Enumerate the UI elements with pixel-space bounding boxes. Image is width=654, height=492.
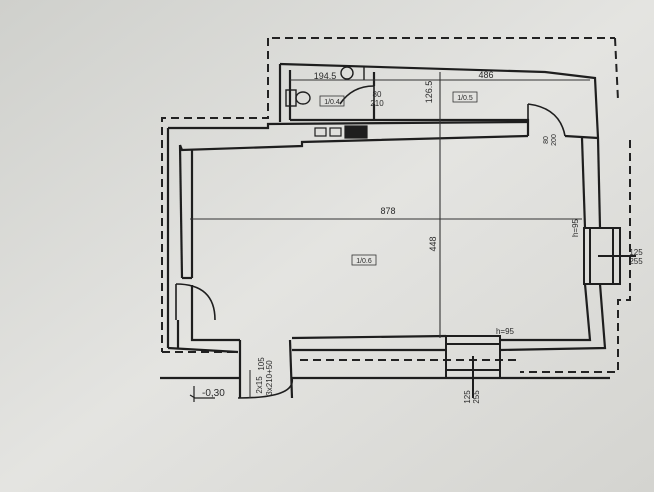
- level-marker: -0,30: [189, 386, 225, 402]
- dim-hall-width: 486: [478, 70, 493, 80]
- room-id: 1/0.5: [457, 95, 473, 102]
- dim-wc-height: 126.5: [424, 81, 434, 104]
- side-door-height: 200: [551, 134, 558, 146]
- entrance-width: 105: [257, 357, 266, 371]
- dim-main-height: 448: [428, 236, 438, 251]
- window-bottom-height: 255: [472, 390, 481, 404]
- parapet-bottom: h=95: [496, 327, 515, 336]
- dim-wc-width: 194.5: [314, 71, 337, 81]
- dim-main-length: 878: [380, 206, 395, 216]
- window-right-width: 125: [629, 248, 643, 257]
- level-value: -0,30: [202, 388, 225, 399]
- room-id: 1/0.6: [356, 258, 372, 265]
- parapet-right: h=95: [571, 218, 580, 237]
- side-door-width: 80: [543, 136, 550, 144]
- window-bottom-width: 125: [463, 390, 472, 404]
- washbasin-icon: [340, 66, 354, 80]
- room-label-1-0-5: 1/0.5: [452, 91, 478, 103]
- window-right-height: 255: [629, 257, 643, 266]
- room-label-1-0-4: 1/0.4: [319, 95, 345, 107]
- ventilation-grilles: [314, 125, 368, 139]
- window-bottom: [445, 335, 501, 398]
- outer-dashed-boundary: [161, 37, 631, 373]
- door-swings: [175, 85, 566, 399]
- wc-door-width: 80: [373, 90, 382, 99]
- dimension-lines: [190, 72, 590, 398]
- entrance-extra: 2x15: [255, 376, 264, 394]
- sanitary-fixtures: [285, 66, 365, 107]
- wc-door-height: 210: [370, 99, 384, 108]
- room-label-1-0-6: 1/0.6: [351, 254, 377, 266]
- room-id: 1/0.4: [324, 99, 340, 106]
- window-right: [583, 227, 636, 285]
- entrance-height: 3x210+50: [265, 360, 274, 396]
